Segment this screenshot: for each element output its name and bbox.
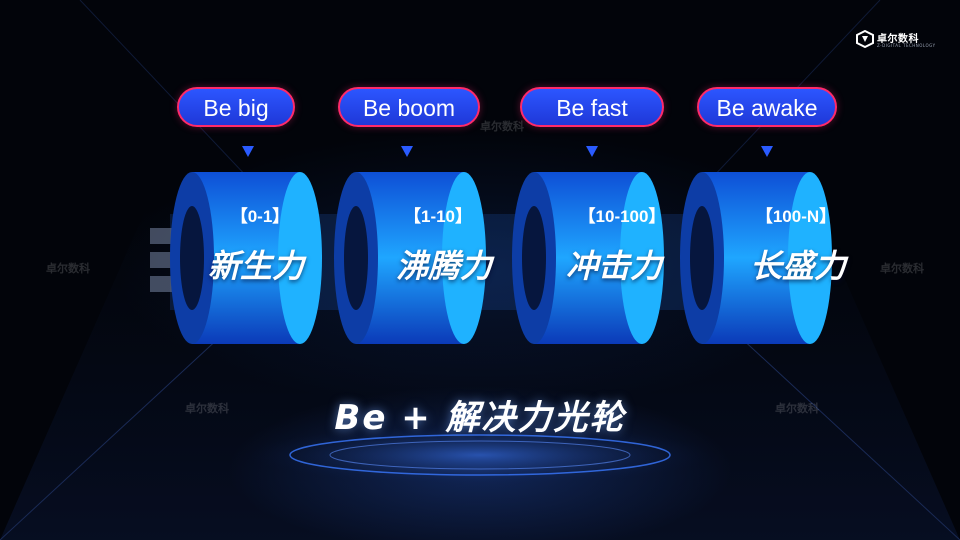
brand-logo-icon <box>856 30 874 48</box>
stage-title-3: 冲击力 <box>565 247 662 285</box>
brand-tagline: Z-DIGITAL TECHNOLOGY <box>877 43 936 48</box>
stage-ring-1 <box>170 172 322 344</box>
stage-range-3: 【10-100】 <box>578 207 666 226</box>
down-arrow-icon <box>586 146 598 157</box>
stage-title-2: 沸腾力 <box>395 247 492 285</box>
stage-tag-3: Be fast <box>520 87 664 127</box>
stage-tag-2: Be boom <box>338 87 480 127</box>
stage-ring-3 <box>512 172 664 344</box>
brand-name: 卓尔数科 <box>877 34 919 45</box>
footer-title: Be + 解决力光轮 <box>334 398 626 438</box>
stage-range-2: 【1-10】 <box>403 207 473 226</box>
stage-title-4: 长盛力 <box>749 247 846 285</box>
stage-tag-4: Be awake <box>697 87 837 127</box>
stage-ring-2 <box>334 172 486 344</box>
watermark: 卓尔数科 <box>775 402 819 415</box>
brand-logo: 卓尔数科 Z-DIGITAL TECHNOLOGY <box>856 28 946 52</box>
down-arrow-icon <box>401 146 413 157</box>
stage-range-1: 【0-1】 <box>230 207 290 226</box>
watermark: 卓尔数科 <box>880 262 924 275</box>
down-arrow-icon <box>761 146 773 157</box>
watermark: 卓尔数科 <box>46 262 90 275</box>
watermark: 卓尔数科 <box>480 120 524 133</box>
stage-title-1: 新生力 <box>207 247 304 285</box>
down-arrow-icon <box>242 146 254 157</box>
stage-range-4: 【100-N】 <box>755 207 837 226</box>
stage-ring-4 <box>680 172 832 344</box>
watermark: 卓尔数科 <box>185 402 229 415</box>
stage-tag-1: Be big <box>177 87 295 127</box>
